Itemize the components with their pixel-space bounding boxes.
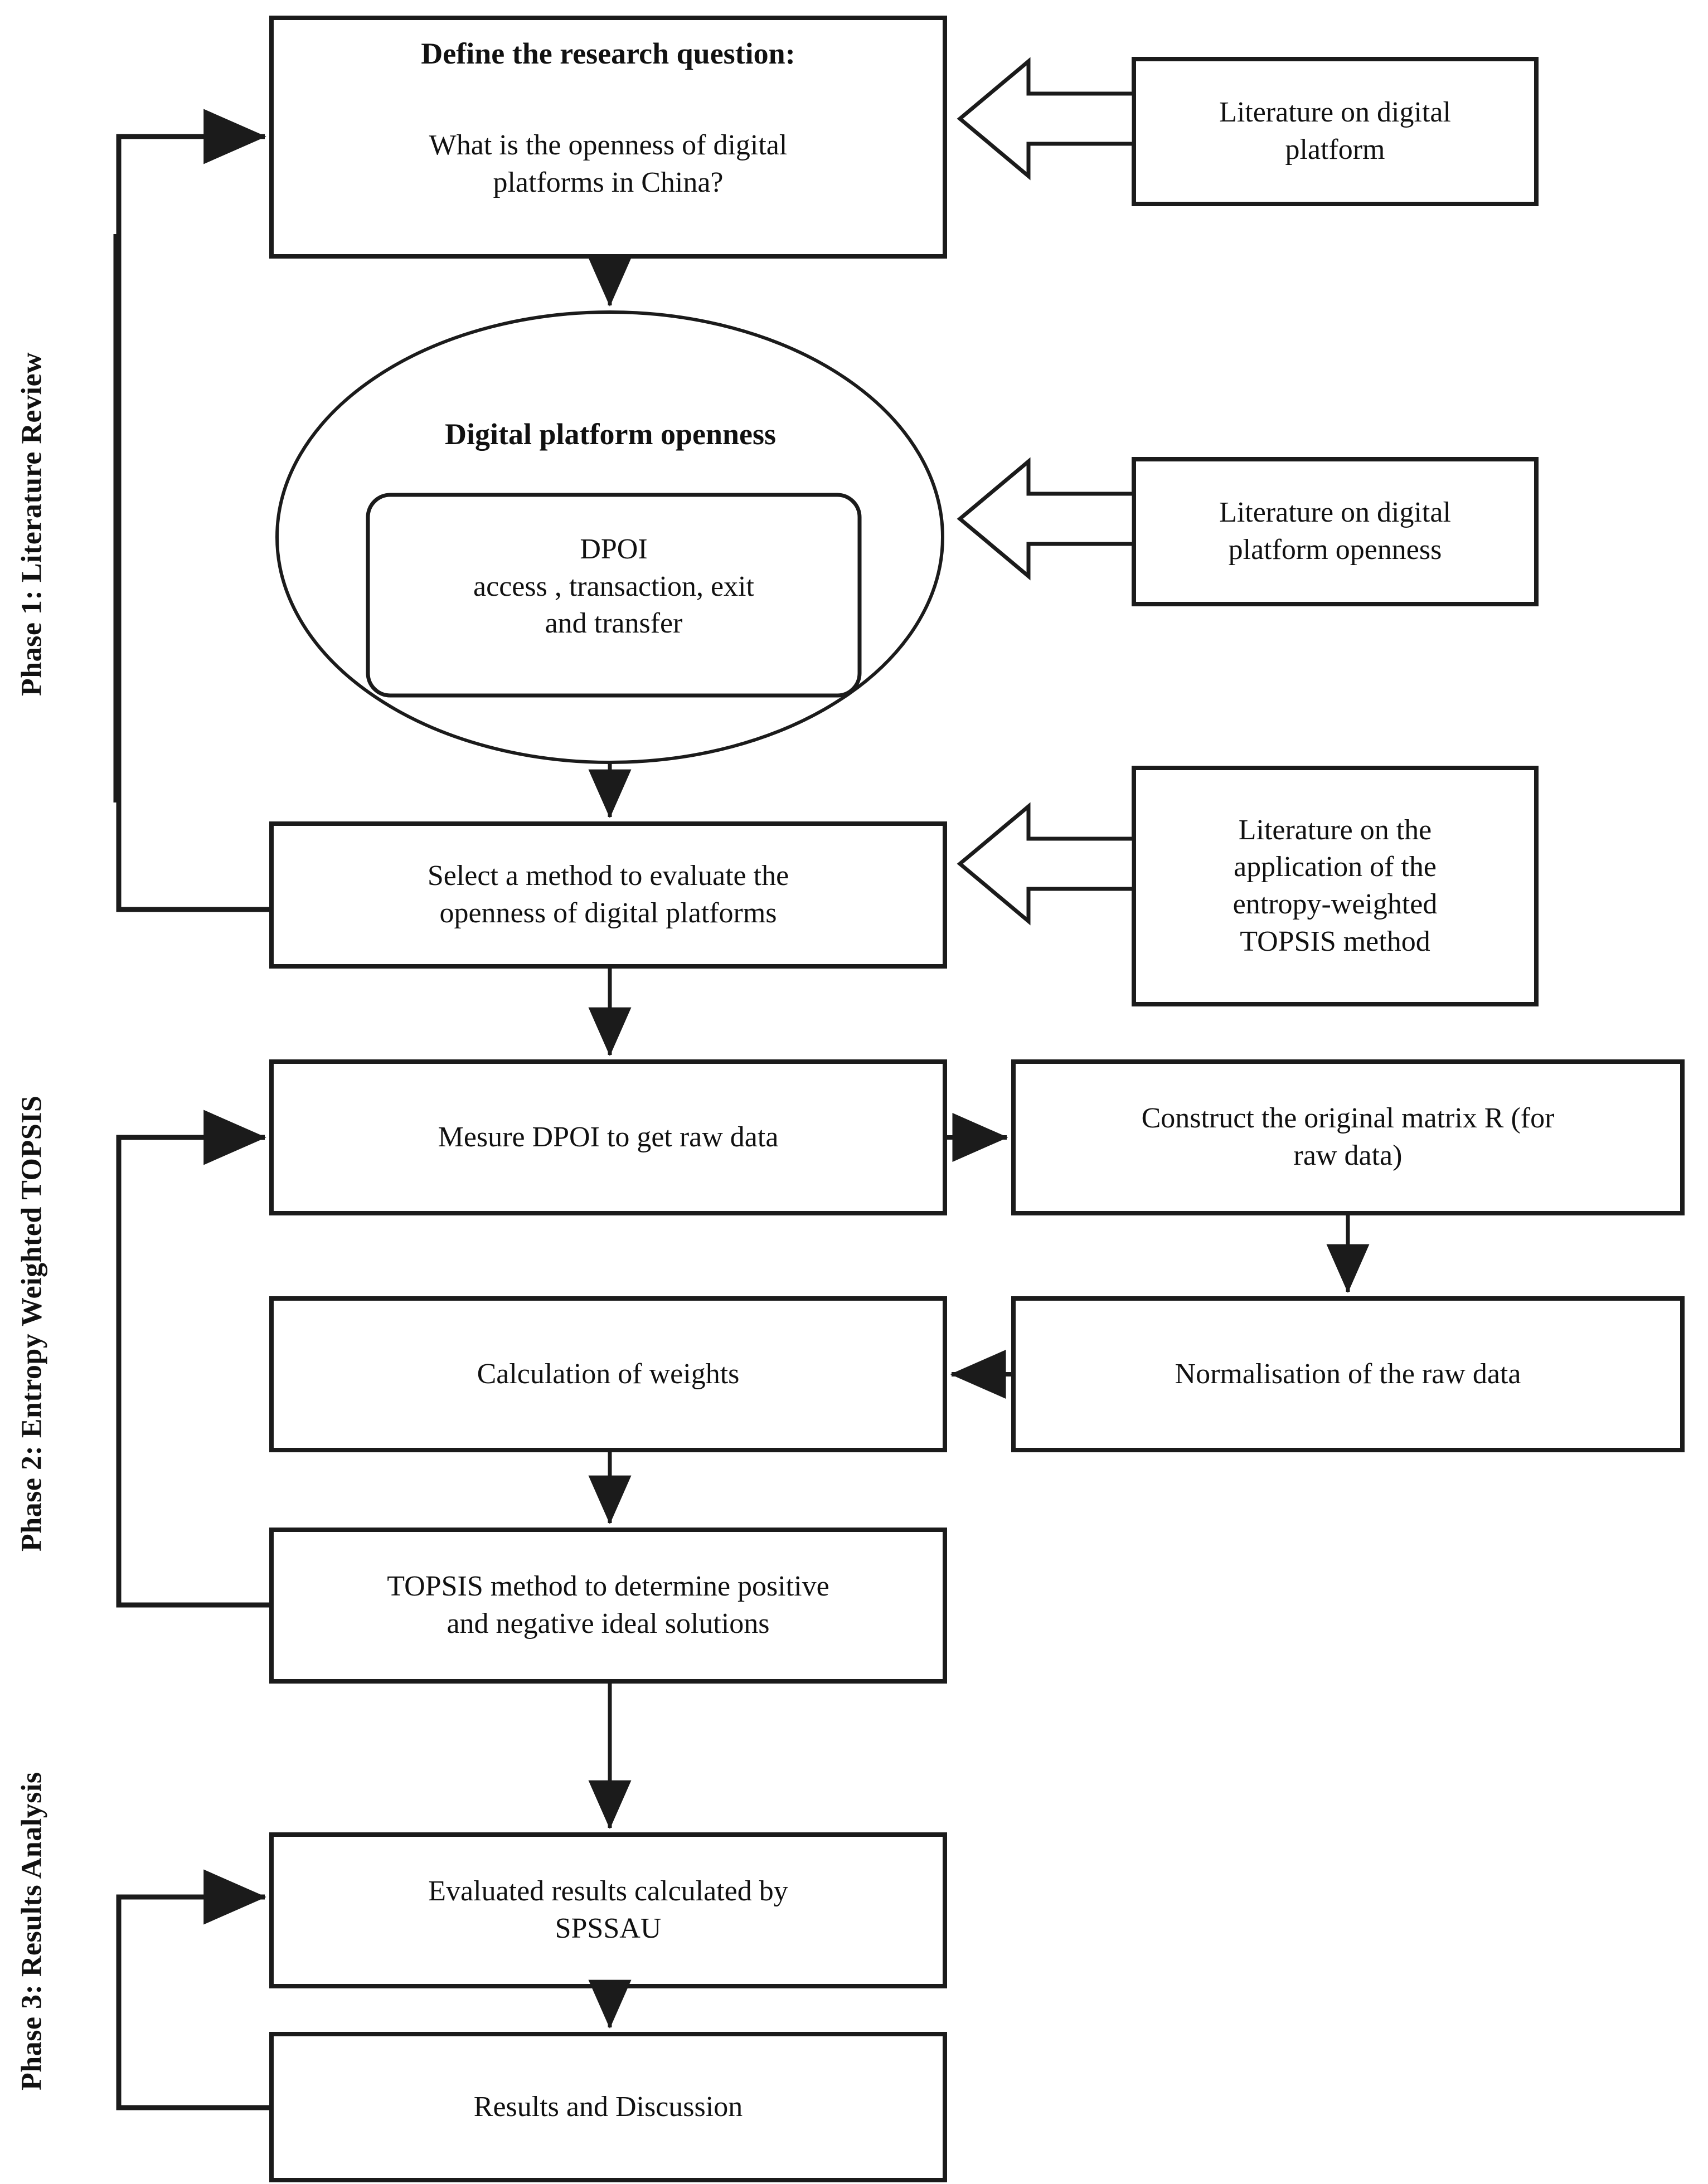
feedback-phase-2: [116, 1110, 271, 1608]
node-literature-topsis-application[interactable]: [1132, 766, 1539, 1006]
node-literature-digital-platform[interactable]: [1132, 57, 1539, 206]
node-measure-dpoi[interactable]: [269, 1059, 947, 1215]
node-construct-matrix[interactable]: [1011, 1059, 1685, 1215]
node-evaluated-results[interactable]: [269, 1832, 947, 1988]
feedback-phase-1: [116, 109, 271, 912]
node-normalisation[interactable]: [1011, 1296, 1685, 1452]
block-arrow-literature-2: [957, 457, 1136, 581]
node-dpoi-box[interactable]: [366, 493, 862, 698]
node-topsis-method[interactable]: [269, 1528, 947, 1684]
block-arrow-literature-3: [957, 802, 1136, 926]
block-arrow-literature-1: [957, 57, 1136, 181]
node-select-method[interactable]: [269, 821, 947, 969]
node-research-question[interactable]: [269, 16, 947, 259]
feedback-phase-3: [116, 1869, 271, 2110]
phase-label-3: Phase 3: Results Analysis: [16, 1772, 48, 2090]
node-literature-platform-openness[interactable]: [1132, 457, 1539, 606]
phase-label-2: Phase 2: Entropy Weighted TOPSIS: [16, 1095, 48, 1552]
node-results-discussion[interactable]: [269, 2032, 947, 2182]
phase-label-1: Phase 1: Literature Review: [16, 352, 48, 696]
node-calculation-weights[interactable]: [269, 1296, 947, 1452]
